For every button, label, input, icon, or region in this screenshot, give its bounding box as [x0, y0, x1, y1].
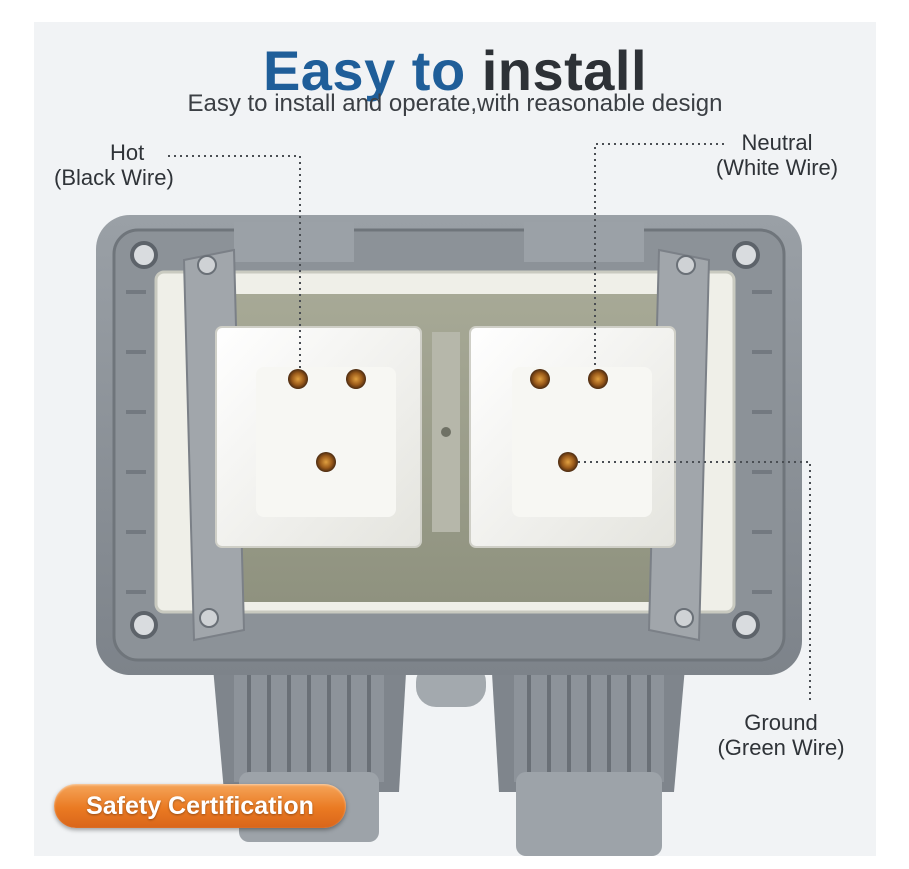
ground-callout: Ground (Green Wire) [686, 710, 876, 760]
subheadline: Easy to install and operate,with reasona… [187, 90, 723, 117]
headline: Easy to install [262, 39, 648, 102]
outdoor-socket-illustration [96, 143, 811, 856]
ground-wire-label: (Green Wire) [717, 735, 845, 760]
neutral-wire-label: (White Wire) [715, 155, 839, 180]
ground-label: Ground [744, 710, 818, 735]
hot-leader-line [168, 155, 301, 369]
right-socket [469, 326, 676, 548]
neutral-callout: Neutral (White Wire) [682, 130, 872, 180]
hot-label: Hot [110, 140, 145, 165]
corner-screw-holes [130, 241, 760, 639]
safety-certification-badge: Safety Certification [54, 784, 346, 828]
neutral-label: Neutral [741, 130, 813, 155]
product-image: Easy to install Easy to install and oper… [34, 22, 876, 856]
ground-leader-line [578, 461, 811, 702]
left-socket [215, 326, 422, 548]
hot-wire-label: (Black Wire) [54, 165, 174, 190]
hot-callout: Hot (Black Wire) [54, 140, 224, 190]
neutral-leader-line [594, 143, 724, 369]
